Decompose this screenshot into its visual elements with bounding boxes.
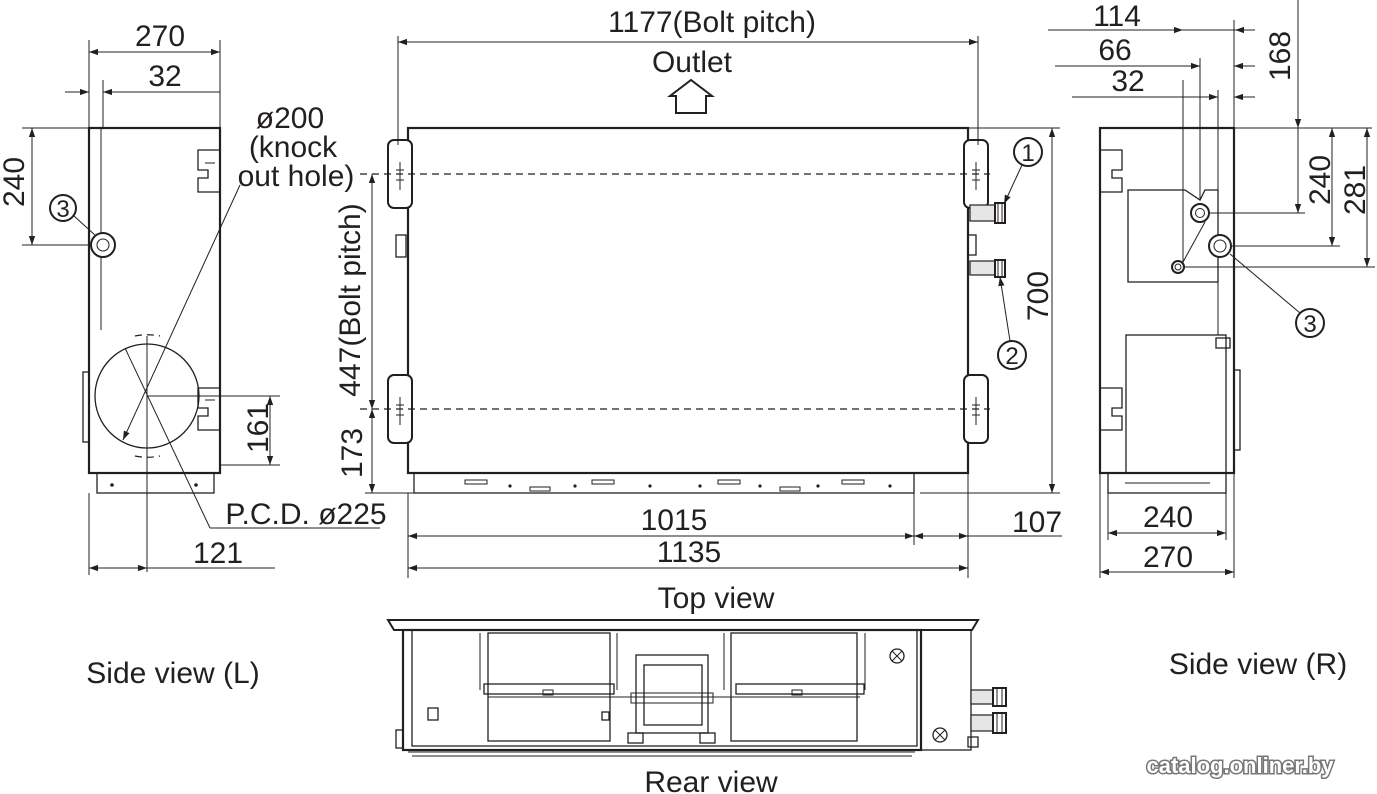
dim-240-left: 240: [0, 157, 31, 207]
electrical-box: [1125, 334, 1227, 474]
port-upper: [1190, 203, 1210, 223]
drain-port-right: [1208, 234, 1232, 258]
label-side-view-left: Side view (L): [86, 657, 259, 690]
callout-1: [1013, 137, 1043, 167]
svg-text:1: 1: [1021, 140, 1034, 167]
dim-1015: 1015: [641, 504, 708, 537]
label-side-view-right: Side view (R): [1169, 648, 1347, 681]
dim-270-left: 270: [135, 20, 185, 53]
outlet-arrow: [667, 78, 715, 114]
dim-1135: 1135: [657, 536, 722, 569]
dim-1177: 1177(Bolt pitch): [608, 6, 816, 39]
dim-447: 447(Bolt pitch): [334, 203, 367, 396]
callout-3-right: [1295, 308, 1325, 338]
side-right-body: [1098, 126, 1236, 475]
dim-32-right: 32: [1111, 65, 1144, 98]
label-rear-view: Rear view: [644, 766, 778, 794]
blower-housing: [730, 632, 858, 742]
dim-281: 281: [1339, 165, 1372, 215]
callout-2: [997, 340, 1027, 370]
svg-text:3: 3: [1303, 311, 1316, 338]
top-view-base: [413, 472, 915, 494]
knock-out-label-3: out hole): [238, 160, 355, 193]
drain-port: [90, 232, 116, 258]
dim-66: 66: [1098, 34, 1131, 67]
dim-240-bottom: 240: [1143, 501, 1193, 534]
dim-114: 114: [1093, 0, 1141, 33]
svg-text:catalog.onliner.by: catalog.onliner.by: [1146, 753, 1334, 778]
top-view: 1 2 Outlet 1177(Bolt pitch) 447(Bolt pit…: [334, 6, 1062, 615]
dim-121: 121: [193, 537, 243, 570]
side-left-body: [87, 126, 222, 475]
dim-32-left: 32: [148, 60, 181, 93]
hanger-bracket: [1100, 149, 1123, 193]
dim-161: 161: [242, 403, 275, 453]
dim-270-bottom: 270: [1143, 541, 1193, 574]
dim-173: 173: [336, 428, 369, 478]
hanger-bracket: [197, 149, 220, 193]
dim-700: 700: [1022, 271, 1055, 321]
port-lower: [1171, 260, 1185, 274]
svg-text:3: 3: [56, 196, 69, 223]
watermark: catalog.onliner.by catalog.onliner.by: [1145, 752, 1336, 780]
control-box-cover: [1127, 189, 1219, 283]
blower-housing: [487, 632, 611, 742]
rear-view: Rear view: [386, 619, 1007, 794]
svg-text:2: 2: [1005, 343, 1018, 370]
rear-view-body: [401, 628, 923, 752]
side-view-right: 114 66 32 168 240 281 3 240 270: [1048, 0, 1375, 681]
pipe-fitting-1: [969, 202, 1006, 224]
hanger-bracket: [197, 387, 220, 431]
dim-107: 107: [1012, 506, 1062, 539]
fan-motor: [635, 654, 709, 734]
dim-240-right: 240: [1304, 155, 1337, 205]
label-outlet: Outlet: [652, 46, 733, 79]
pipe-fitting-2: [969, 259, 1006, 278]
dim-pcd: P.C.D. ø225: [225, 498, 386, 531]
dim-168: 168: [1264, 31, 1297, 81]
knock-out-label-2: (knock: [249, 131, 338, 164]
side-view-left: 270 32 240 3 ø200 (knock out hole) 161 P…: [0, 20, 387, 690]
watermark-text: catalog.onliner.by: [1146, 753, 1334, 778]
callout-3-left: [49, 194, 77, 222]
knock-out-label-1: ø200: [256, 102, 324, 135]
screw-mark: [889, 648, 905, 664]
screw-mark: [932, 727, 948, 743]
side-left-base: [96, 472, 215, 494]
hanger-bracket: [1100, 387, 1123, 431]
label-top-view: Top view: [658, 582, 775, 615]
top-view-body: [406, 126, 970, 475]
